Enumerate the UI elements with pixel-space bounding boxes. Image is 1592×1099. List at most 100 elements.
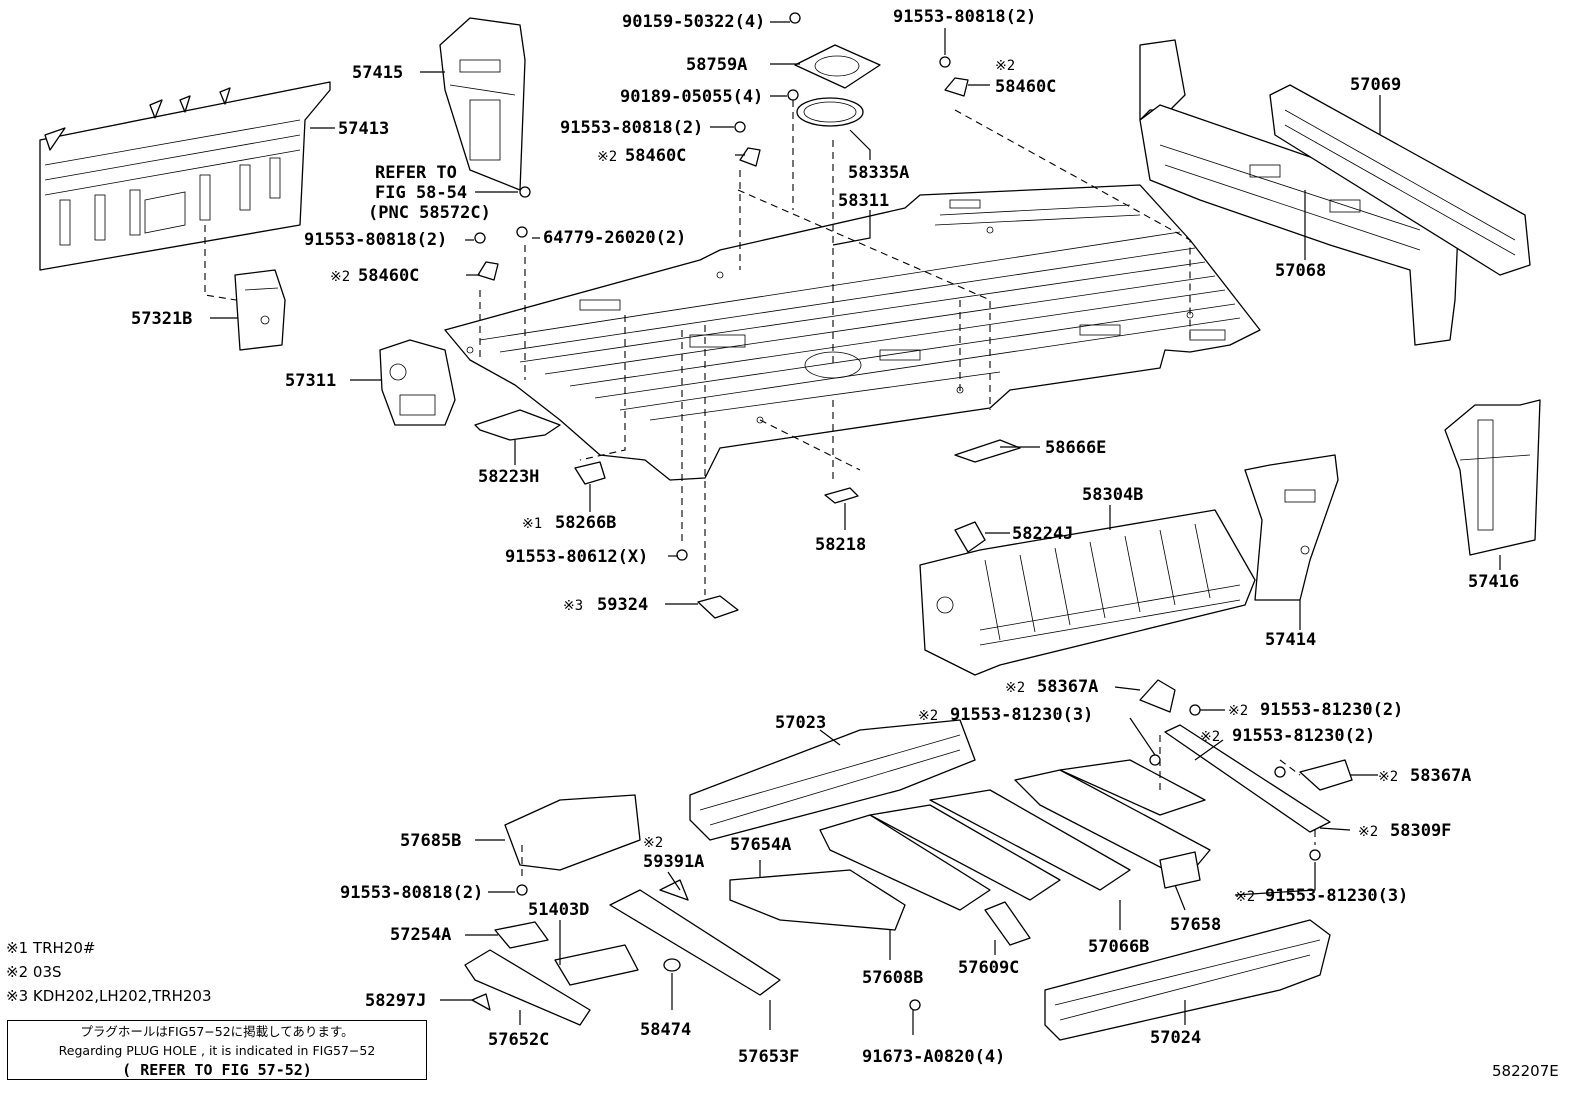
refer-line1: REFER TO bbox=[375, 163, 457, 183]
label-58309F: 58309F bbox=[1390, 821, 1451, 841]
note-mark-2-k: ※2 bbox=[643, 835, 663, 851]
note-mark-2-a: ※2 bbox=[330, 269, 350, 285]
label-57658: 57658 bbox=[1170, 915, 1221, 935]
bracket-57311 bbox=[379, 339, 456, 426]
bracket-58266B bbox=[574, 461, 606, 485]
label-58460C-a: 58460C bbox=[625, 146, 686, 166]
note-mark-1: ※1 bbox=[522, 516, 542, 532]
note-mark-2-f: ※2 bbox=[918, 708, 938, 724]
label-58224J: 58224J bbox=[1012, 524, 1073, 544]
plug-hole-refer-link[interactable]: ( REFER TO FIG 57-52) bbox=[122, 1061, 312, 1079]
fasteners bbox=[474, 12, 1321, 1011]
label-58223H: 58223H bbox=[478, 467, 539, 487]
label-58335A: 58335A bbox=[848, 163, 909, 183]
label-58367A-a: 58367A bbox=[1037, 677, 1098, 697]
label-57653F: 57653F bbox=[738, 1047, 799, 1067]
label-58218: 58218 bbox=[815, 535, 866, 555]
rear-floor-58304B bbox=[919, 509, 1256, 676]
crossmembers bbox=[464, 759, 1211, 1026]
guide-lines bbox=[204, 100, 1316, 880]
label-90159-50322: 90159-50322(4) bbox=[622, 12, 765, 32]
note-2: ※2 03S bbox=[6, 963, 62, 981]
note-mark-2-e: ※2 bbox=[1228, 703, 1248, 719]
bracket-57415 bbox=[439, 17, 526, 191]
illustration-code: 582207E bbox=[1492, 1062, 1559, 1080]
label-91553-80612: 91553-80612(X) bbox=[505, 547, 648, 567]
bracket-58666E bbox=[954, 439, 1021, 463]
plug-hole-jp: プラグホールはFIG57−52に掲載してあります。 bbox=[80, 1024, 354, 1039]
label-59324: 59324 bbox=[597, 595, 648, 615]
bracket-58223H bbox=[474, 409, 561, 441]
label-51403D: 51403D bbox=[528, 900, 589, 920]
clip-58460C-b bbox=[944, 77, 969, 97]
floor-panel-58311 bbox=[444, 184, 1261, 481]
clip-58460C-c bbox=[477, 261, 499, 281]
label-58460C-c: 58460C bbox=[358, 266, 419, 286]
label-91553-81230-c: 91553-81230(2) bbox=[1232, 726, 1375, 746]
bracket-58224J bbox=[954, 521, 986, 553]
label-58460C-b: 58460C bbox=[995, 77, 1056, 97]
label-57023: 57023 bbox=[775, 713, 826, 733]
label-57311: 57311 bbox=[285, 371, 336, 391]
side-member-57068 bbox=[1139, 39, 1461, 346]
label-91553-80818-d: 91553-80818(2) bbox=[340, 883, 483, 903]
note-mark-3: ※3 bbox=[563, 598, 583, 614]
cross-member-57069 bbox=[1269, 84, 1531, 276]
label-57654A: 57654A bbox=[730, 835, 791, 855]
leader-lines bbox=[210, 21, 1501, 1035]
label-58297J: 58297J bbox=[365, 991, 426, 1011]
label-57069: 57069 bbox=[1350, 75, 1401, 95]
bracket-57321B bbox=[234, 269, 286, 351]
bracket-58218 bbox=[824, 487, 859, 504]
label-91553-80818-a: 91553-80818(2) bbox=[560, 118, 703, 138]
label-58474: 58474 bbox=[640, 1020, 691, 1040]
label-57254A: 57254A bbox=[390, 925, 451, 945]
label-57609C: 57609C bbox=[958, 958, 1019, 978]
label-91553-81230-d: 91553-81230(3) bbox=[1265, 886, 1408, 906]
applicability-notes: ※1 TRH20# ※2 03S ※3 KDH202,LH202,TRH203 bbox=[6, 936, 246, 1008]
bracket-58367A-b bbox=[1299, 759, 1353, 791]
label-57416: 57416 bbox=[1468, 572, 1519, 592]
seal-58335A bbox=[796, 97, 864, 127]
label-57685B: 57685B bbox=[400, 831, 461, 851]
label-57608B: 57608B bbox=[862, 968, 923, 988]
label-59391A: 59391A bbox=[643, 852, 704, 872]
bracket-57416 bbox=[1444, 399, 1541, 556]
note-mark-2-b: ※2 bbox=[597, 149, 617, 165]
note-3: ※3 KDH202,LH202,TRH203 bbox=[6, 987, 212, 1005]
clip-58460C-a bbox=[739, 147, 761, 167]
note-1: ※1 TRH20# bbox=[6, 939, 96, 957]
plug-hole-reference: プラグホールはFIG57−52に掲載してあります。 Regarding PLUG… bbox=[7, 1020, 427, 1080]
label-58759A: 58759A bbox=[686, 55, 747, 75]
label-91553-80818-c: 91553-80818(2) bbox=[304, 230, 447, 250]
label-91673-A0820: 91673-A0820(4) bbox=[862, 1047, 1005, 1067]
label-57652C: 57652C bbox=[488, 1030, 549, 1050]
refer-line3: (PNC 58572C) bbox=[368, 203, 491, 223]
label-91553-81230-a: 91553-81230(2) bbox=[1260, 700, 1403, 720]
cover-58759A bbox=[794, 44, 881, 89]
frame-57024 bbox=[1044, 919, 1331, 1041]
note-mark-2-g: ※2 bbox=[1200, 729, 1220, 745]
label-57024: 57024 bbox=[1150, 1028, 1201, 1048]
label-90189-05055: 90189-05055(4) bbox=[620, 87, 763, 107]
refer-line2: FIG 58-54 bbox=[375, 183, 467, 203]
label-58266B: 58266B bbox=[555, 513, 616, 533]
label-57068: 57068 bbox=[1275, 261, 1326, 281]
label-91553-80818-b: 91553-80818(2) bbox=[893, 7, 1036, 27]
label-57414: 57414 bbox=[1265, 630, 1316, 650]
rear-panel-57413 bbox=[39, 81, 331, 271]
label-57321B: 57321B bbox=[131, 309, 192, 329]
frame-57023 bbox=[689, 719, 976, 841]
bracket-58367A-a bbox=[1139, 679, 1176, 713]
note-mark-2-j: ※2 bbox=[1235, 889, 1255, 905]
label-64779-26020: 64779-26020(2) bbox=[543, 228, 686, 248]
label-57415: 57415 bbox=[352, 63, 403, 83]
bracket-57414 bbox=[1244, 454, 1339, 601]
note-mark-2-h: ※2 bbox=[1378, 769, 1398, 785]
note-mark-2-i: ※2 bbox=[1358, 824, 1378, 840]
part-labels: 57415 57413 57321B 57311 REFER TO FIG 58… bbox=[131, 7, 1519, 1067]
label-58367A-b: 58367A bbox=[1410, 766, 1471, 786]
bracket-59324 bbox=[697, 595, 739, 619]
plug-hole-en: Regarding PLUG HOLE , it is indicated in… bbox=[58, 1043, 376, 1058]
